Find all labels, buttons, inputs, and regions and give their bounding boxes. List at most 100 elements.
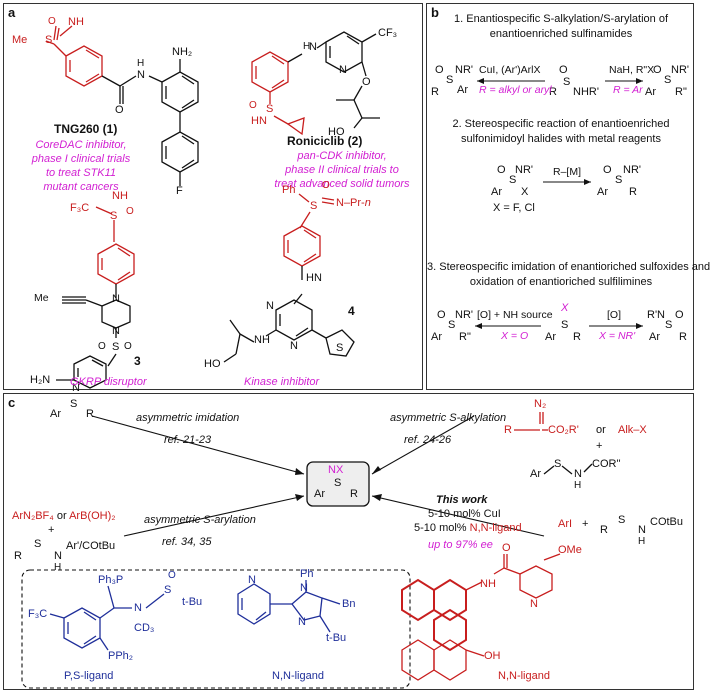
c-center-s: S bbox=[334, 477, 342, 489]
panel-a: a Me S O NH O H N NH₂ F bbox=[3, 3, 423, 394]
ps-s: S bbox=[164, 584, 172, 596]
ps-ph3p: Ph₃P bbox=[98, 574, 124, 586]
b1-right-reagent: NaH, R"X bbox=[609, 64, 655, 76]
cmpd4-desc: Kinase inhibitor bbox=[244, 376, 320, 388]
ps-o: O bbox=[168, 570, 176, 581]
ps-cd3: CD₃ bbox=[134, 622, 155, 634]
b1-right-r: R" bbox=[675, 86, 687, 98]
b1-mid-r: R bbox=[549, 86, 557, 98]
c-arylation-r: R bbox=[14, 550, 22, 562]
c-thiswork-n: N bbox=[638, 524, 646, 536]
b3-right-s: S bbox=[665, 319, 673, 331]
c-alkylation-plus: + bbox=[596, 440, 603, 452]
tng260-title: TNG260 (1) bbox=[54, 122, 118, 136]
nn-red-oh: OH bbox=[484, 650, 501, 662]
b-section1-arrows bbox=[477, 78, 643, 84]
b3-left-o: O bbox=[437, 309, 446, 321]
cmpd3-s: S bbox=[110, 210, 118, 222]
b3-right-o: O bbox=[675, 309, 684, 321]
b1-right-cond: R = Ar bbox=[613, 84, 643, 96]
nn-box-ph: Ph bbox=[300, 568, 314, 580]
ps-tbu: t-Bu bbox=[182, 596, 203, 608]
b1-left-nr: NR' bbox=[455, 64, 473, 76]
c-alkylation-n: N bbox=[574, 468, 582, 480]
cmpd4-npr: N–Pr-n bbox=[336, 197, 371, 209]
b3-left-cond: X = O bbox=[501, 330, 529, 342]
b3-right-rn: R'N bbox=[647, 309, 665, 321]
c-thiswork-ari: ArI bbox=[558, 518, 573, 530]
b2-right-r: R bbox=[629, 186, 637, 198]
c-imidation-ar: Ar bbox=[50, 408, 61, 420]
roniciclib-cf3: CF₃ bbox=[378, 27, 398, 39]
c-arylation-s: S bbox=[34, 538, 42, 550]
b-section3-title: 3. Stereospecific imidation of enantiori… bbox=[427, 261, 710, 288]
c-arylation-h: H bbox=[54, 562, 62, 573]
b3-left-ar: Ar bbox=[431, 331, 442, 343]
c-thiswork-h: H bbox=[638, 536, 646, 547]
cmpd3-n2: N bbox=[112, 325, 120, 337]
tng260-nh2: NH₂ bbox=[172, 46, 193, 58]
b1-left-o: O bbox=[435, 64, 444, 76]
c-thiswork-cui: 5-10 mol% CuI bbox=[428, 508, 501, 520]
cmpd4-thiophene-s: S bbox=[336, 342, 344, 354]
b1-right-ar: Ar bbox=[645, 86, 656, 98]
nn-box-label: N,N-ligand bbox=[272, 670, 324, 682]
b2-right-nr: NR' bbox=[623, 164, 641, 176]
b3-left-reagent: [O] + NH source bbox=[477, 309, 553, 321]
roniciclib-s: S bbox=[266, 103, 274, 115]
b-section3-arrows bbox=[475, 323, 643, 329]
cmpd3-pyr-n: N bbox=[72, 382, 80, 394]
panel-a-label: a bbox=[8, 5, 16, 20]
c-arylation-reagents: ArN₂BF₄ or ArB(OH)₂ bbox=[12, 510, 116, 522]
b-section1-title: 1. Enantiospecific S-alkylation/S-arylat… bbox=[454, 13, 668, 40]
c-thiswork-cot: COtBu bbox=[650, 516, 684, 528]
cmpd4-nh: NH bbox=[254, 334, 270, 346]
c-thiswork-ee: up to 97% ee bbox=[428, 539, 493, 551]
b2-left-s: S bbox=[509, 174, 517, 186]
b1-right-o: O bbox=[653, 64, 662, 76]
cmpd4-ho: HO bbox=[204, 358, 221, 370]
b2-right-ar: Ar bbox=[597, 186, 608, 198]
b1-left-s: S bbox=[446, 74, 454, 86]
c-alkylation-or: or bbox=[596, 424, 606, 436]
b1-mid-o: O bbox=[559, 64, 568, 76]
c-alkylation-r: R bbox=[504, 424, 512, 436]
c-alkylation-co2r: CO₂R' bbox=[548, 424, 579, 436]
b2-left-o: O bbox=[497, 164, 506, 176]
ps-ligand-structure bbox=[49, 585, 165, 651]
roniciclib-desc: pan-CDK inhibitor, phase II clinical tri… bbox=[274, 150, 410, 190]
roniciclib-structure bbox=[251, 31, 380, 136]
cmpd3-title: 3 bbox=[134, 354, 141, 368]
roniciclib-ether-o: O bbox=[362, 76, 371, 88]
nn-box-bn: Bn bbox=[342, 598, 356, 610]
b2-right-o: O bbox=[603, 164, 612, 176]
b1-left-ar: Ar bbox=[457, 84, 468, 96]
nn-box-n2: N bbox=[300, 582, 308, 594]
c-alkylation-ar: Ar bbox=[530, 468, 541, 480]
tng260-structure bbox=[45, 25, 199, 186]
roniciclib-hn: HN bbox=[251, 115, 267, 127]
nn-red-label: N,N-ligand bbox=[498, 670, 550, 682]
cmpd4-n1: N bbox=[266, 300, 274, 312]
panel-b: b 1. Enantiospecific S-alkylation/S-aryl… bbox=[426, 3, 710, 390]
b2-left-nr: NR' bbox=[515, 164, 533, 176]
b3-right-ar: Ar bbox=[649, 331, 660, 343]
b3-mid-s: S bbox=[561, 319, 569, 331]
cmpd4-ph: Ph bbox=[282, 184, 296, 196]
c-alkylation-ref: ref. 24-26 bbox=[404, 434, 452, 446]
c-imidation-r: R bbox=[86, 408, 94, 420]
cmpd3-so2-ob: O bbox=[124, 341, 132, 352]
nn-red-o: O bbox=[502, 542, 511, 554]
b1-mid-nhr: NHR' bbox=[573, 86, 599, 98]
b1-right-s: S bbox=[664, 74, 672, 86]
ps-f3c: F₃C bbox=[28, 608, 48, 620]
c-arylation-ref: ref. 34, 35 bbox=[162, 536, 212, 548]
cmpd3-propyne: Me bbox=[34, 292, 49, 304]
roniciclib-ho: HO bbox=[328, 126, 345, 138]
c-alkylation-h: H bbox=[574, 480, 582, 491]
b3-right-cond: X = NR' bbox=[599, 330, 636, 342]
b2-x-def: X = F, Cl bbox=[493, 202, 535, 214]
cmpd3-f3c: F₃C bbox=[70, 202, 90, 214]
nn-ligand-red-structure bbox=[401, 553, 561, 681]
b3-right-r: R bbox=[679, 331, 687, 343]
